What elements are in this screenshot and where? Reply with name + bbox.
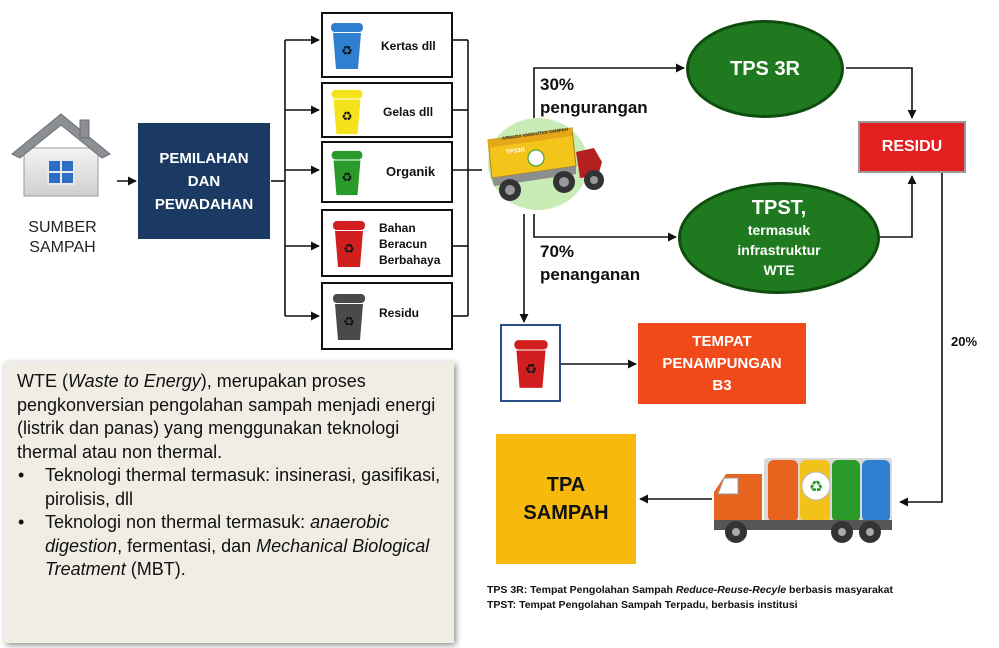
garbage-truck-icon: ♻: [714, 458, 892, 543]
handling-percent: 70%: [540, 242, 575, 261]
residu-percent-label: 20%: [951, 334, 978, 349]
sorting-line3: PEWADAHAN: [154, 195, 254, 213]
svg-text:♻: ♻: [341, 170, 352, 185]
paper-bin-icon: ♻: [331, 23, 363, 69]
svg-text:♻: ♻: [525, 361, 537, 377]
source-label: SUMBER SAMPAH: [10, 218, 115, 258]
tpa-line1: TPA: [546, 474, 586, 496]
tpst-line3: infrastruktur: [737, 242, 821, 258]
reduction-word: pengurangan: [540, 98, 648, 117]
bin-label-hazardous-line2: Beracun: [379, 237, 428, 251]
tpa-node: TPA SAMPAH: [496, 434, 636, 564]
b3-line3: B3: [712, 376, 732, 394]
bin-card-hazardous: ♻ Bahan Beracun Berbahaya: [321, 209, 453, 277]
truck-tag-text: TPS3R: [505, 147, 526, 156]
tps3r-label: TPS 3R: [729, 57, 801, 80]
svg-text:♻: ♻: [809, 477, 823, 496]
tpst-title: TPST,: [751, 197, 807, 219]
list-item: Teknologi non thermal termasuk: anaerobi…: [17, 511, 444, 582]
reduction-label: 30% pengurangan: [540, 73, 648, 119]
footnote-line1-italic: Reduce-Reuse-Recyle: [675, 584, 787, 596]
arrow-truck-to-tpst: [533, 214, 677, 242]
tps3r-node: TPS 3R: [686, 20, 844, 118]
bin-label-hazardous-line1: Bahan: [379, 221, 416, 235]
bin-label-glass: Gelas dll: [383, 105, 434, 119]
wte-intro-post: ), merupakan proses pengkonversian pengo…: [17, 371, 436, 462]
bin-label-hazardous-line3: Berbahaya: [379, 253, 441, 267]
tpst-line2: termasuk: [747, 222, 811, 238]
bin-card-organic: ♻ Organik: [321, 141, 453, 203]
source-label-line1: SUMBER: [28, 219, 97, 236]
wte-intro: WTE (Waste to Energy), merupakan proses …: [17, 370, 444, 464]
wte-bullet2-italic1: anaerobic digestion: [45, 512, 390, 556]
b3-line1: TEMPAT: [692, 332, 752, 350]
bin-label-residue: Residu: [379, 306, 420, 320]
footnote: TPS 3R: Tempat Pengolahan Sampah Reduce-…: [487, 583, 893, 613]
svg-text:♻: ♻: [343, 242, 355, 257]
collection-truck-icon: ARMADA ANGKUTAN SAMPAH TPS3R: [487, 118, 604, 210]
wte-info-box: WTE (Waste to Energy), merupakan proses …: [4, 362, 454, 643]
house-icon: [11, 113, 111, 197]
svg-text:♻: ♻: [343, 315, 355, 330]
bin-card-residue: ♻ Residu: [321, 282, 453, 350]
sorting-line2: DAN: [187, 172, 221, 190]
wte-bullet2-mid: , fermentasi, dan: [117, 535, 257, 556]
hazardous-bin-icon: ♻: [333, 221, 365, 267]
arrow-tpst-to-residu: [880, 175, 917, 238]
wte-tech-list: Teknologi thermal termasuk: insinerasi, …: [17, 464, 444, 582]
bin-card-glass: ♻ Gelas dll: [321, 82, 453, 138]
residu-node: RESIDU: [858, 121, 966, 173]
organic-bin-icon: ♻: [331, 150, 363, 196]
handling-label: 70% penanganan: [540, 240, 640, 286]
tpst-line4: WTE: [763, 262, 795, 278]
bin-card-paper: ♻ Kertas dll: [321, 12, 453, 78]
residue-bin-icon: ♻: [333, 294, 365, 340]
wte-bullet2-pre: Teknologi non thermal termasuk:: [45, 512, 311, 532]
svg-text:♻: ♻: [341, 109, 352, 124]
arrow-residu-to-truck: [899, 173, 943, 507]
glass-bin-icon: ♻: [331, 89, 363, 135]
arrow-tps3r-to-residu: [846, 67, 917, 119]
b3-storage-node: TEMPAT PENAMPUNGAN B3: [638, 323, 806, 404]
bin-label-hazardous: Bahan Beracun Berbahaya: [379, 220, 440, 268]
tpa-line2: SAMPAH: [523, 502, 609, 524]
b3-bin-icon: ♻: [514, 340, 548, 388]
source-label-line2: SAMPAH: [29, 239, 96, 256]
residu-label: RESIDU: [881, 138, 943, 155]
sorting-box: PEMILAHAN DAN PEWADAHAN: [138, 123, 270, 239]
bin-label-organic: Organik: [386, 164, 436, 179]
footnote-line1: TPS 3R: Tempat Pengolahan Sampah Reduce-…: [487, 583, 893, 598]
footnote-line2: TPST: Tempat Pengolahan Sampah Terpadu, …: [487, 599, 798, 611]
svg-text:♻: ♻: [341, 44, 353, 59]
wte-bullet2-post: (MBT).: [125, 559, 186, 579]
reduction-percent: 30%: [540, 75, 575, 94]
wte-intro-pre: WTE (: [17, 371, 68, 391]
b3-line2: PENAMPUNGAN: [662, 354, 782, 372]
bin-label-paper: Kertas dll: [381, 39, 436, 53]
handling-word: penanganan: [540, 265, 641, 284]
wte-intro-italic: Waste to Energy: [68, 371, 201, 391]
tpst-node: TPST, termasuk infrastruktur WTE: [678, 182, 880, 294]
arrow-truck-to-tps3r: [533, 63, 685, 118]
wte-bullet1-text: Teknologi thermal termasuk: insinerasi, …: [45, 465, 441, 509]
list-item: Teknologi thermal termasuk: insinerasi, …: [17, 464, 444, 511]
wte-bullet2-italic2: Mechanical Biological Treatment: [45, 535, 430, 580]
b3-bin-card: ♻: [500, 324, 561, 402]
footnote-line1-post: berbasis masyarakat: [786, 584, 893, 596]
sorting-line1: PEMILAHAN: [159, 149, 249, 167]
footnote-line1-pre: TPS 3R: Tempat Pengolahan Sampah: [487, 584, 676, 596]
